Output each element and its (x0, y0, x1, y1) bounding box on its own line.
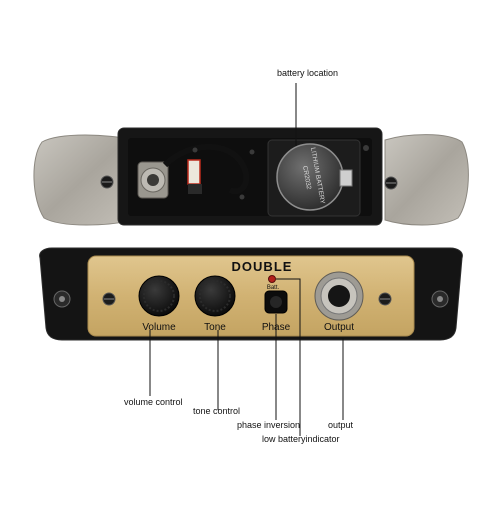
leader-lines (149, 83, 344, 436)
output-label: Output (324, 322, 354, 333)
battery-compartment-unit (33, 127, 469, 226)
callout-battery-location: battery location (277, 68, 339, 78)
output-jack[interactable] (314, 271, 364, 321)
callout-volume-control: volume control (124, 397, 183, 407)
tone-label: Tone (204, 322, 226, 333)
volume-knob[interactable] (138, 275, 180, 317)
jack-barrel (137, 161, 169, 199)
brand-logo-text: DOUBLE (232, 259, 293, 274)
callout-tone-control: tone control (193, 406, 241, 416)
callout-output: output (328, 420, 354, 430)
front-panel-unit (39, 247, 463, 341)
battery-text-line2: CR2032 (301, 165, 312, 190)
right-metal-bracket (384, 134, 469, 226)
callout-low-battery-indicator: low batteryindicator (262, 434, 340, 444)
battery-holder (267, 139, 361, 217)
tone-knob[interactable] (194, 275, 236, 317)
batt-label: Batt. (267, 285, 280, 291)
volume-label: Volume (142, 322, 176, 333)
phase-button[interactable] (264, 290, 288, 314)
wire-cable (162, 143, 250, 195)
callout-phase-inversion: phase inversion (237, 420, 301, 430)
battery-led (268, 275, 276, 283)
left-metal-bracket (33, 134, 133, 226)
